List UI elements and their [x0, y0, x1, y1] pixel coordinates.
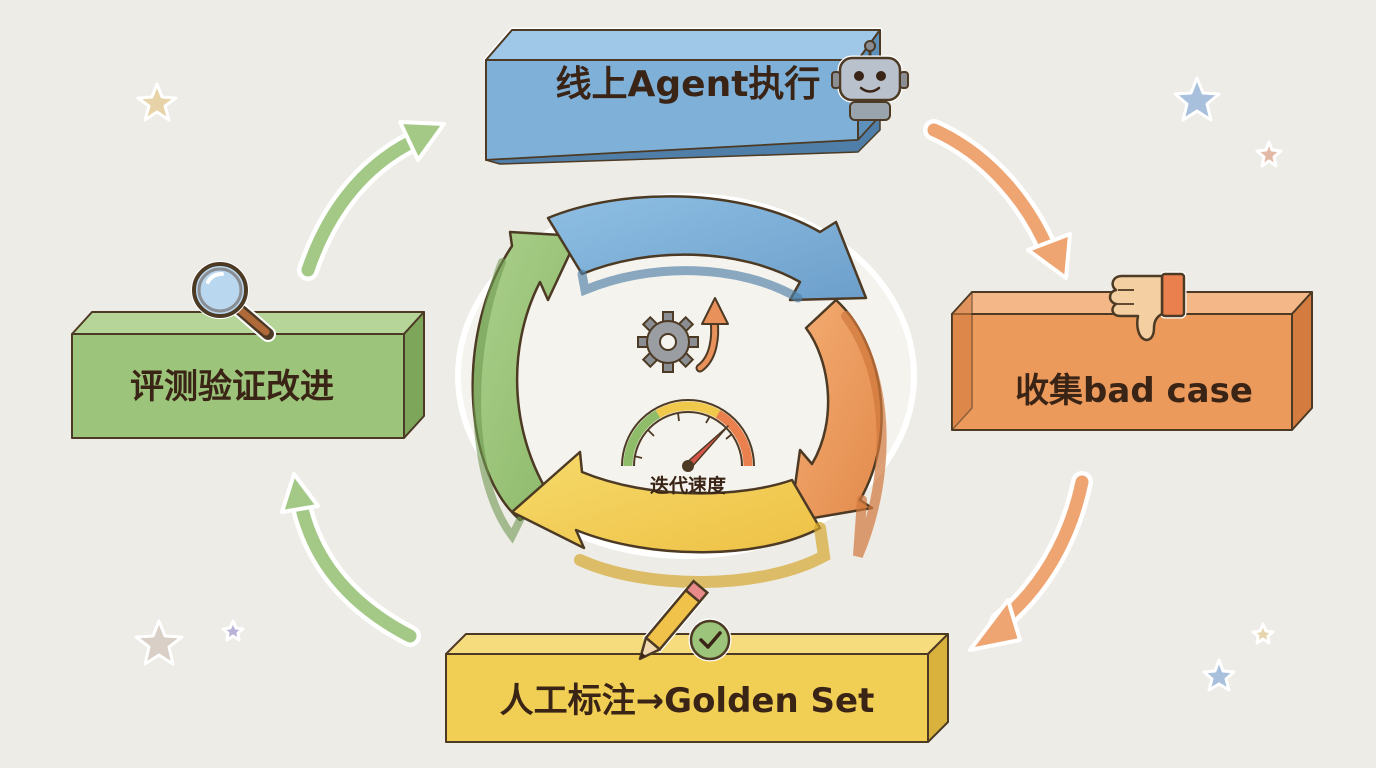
cycle-arrow-yellow — [510, 450, 831, 589]
cycle-arrow-green — [471, 230, 580, 544]
thumbs-down-icon — [1108, 271, 1187, 342]
cycle-arrow-orange — [788, 298, 887, 558]
outer-flow-arrows — [280, 119, 1093, 652]
cycle-arrow-blue — [546, 195, 868, 303]
magnifier-icon — [191, 261, 276, 342]
stage-label-agent: 线上Agent执行 — [556, 64, 821, 105]
stage-label-eval: 评测验证改进 — [130, 367, 334, 407]
gear-up-arrow-icon — [637, 297, 729, 373]
decorative-stars — [134, 76, 1283, 692]
star-icon — [1202, 658, 1236, 692]
star-icon — [221, 619, 245, 642]
stage-box-agent: 线上Agent执行 — [483, 27, 883, 165]
stage-box-eval: 评测验证改进 — [71, 311, 425, 439]
star-icon — [136, 82, 178, 122]
stage-label-badcase: 收集bad case — [1015, 371, 1253, 411]
pencil-check-icon — [638, 579, 732, 662]
central-cycle: 迭代速度 — [455, 193, 917, 589]
robot-icon — [831, 40, 909, 121]
stage-label-golden: 人工标注→Golden Set — [500, 681, 875, 721]
gauge-label: 迭代速度 — [650, 474, 727, 497]
arrow-eval-to-agent — [297, 120, 446, 281]
arrow-golden-to-eval — [280, 472, 421, 647]
speed-gauge-icon — [621, 399, 755, 472]
star-icon — [1173, 76, 1221, 122]
star-icon — [1255, 140, 1283, 168]
star-icon — [134, 619, 184, 666]
arrow-badcase-to-golden — [968, 471, 1093, 652]
star-icon — [1251, 622, 1275, 645]
arrow-agent-to-badcase — [923, 119, 1072, 280]
